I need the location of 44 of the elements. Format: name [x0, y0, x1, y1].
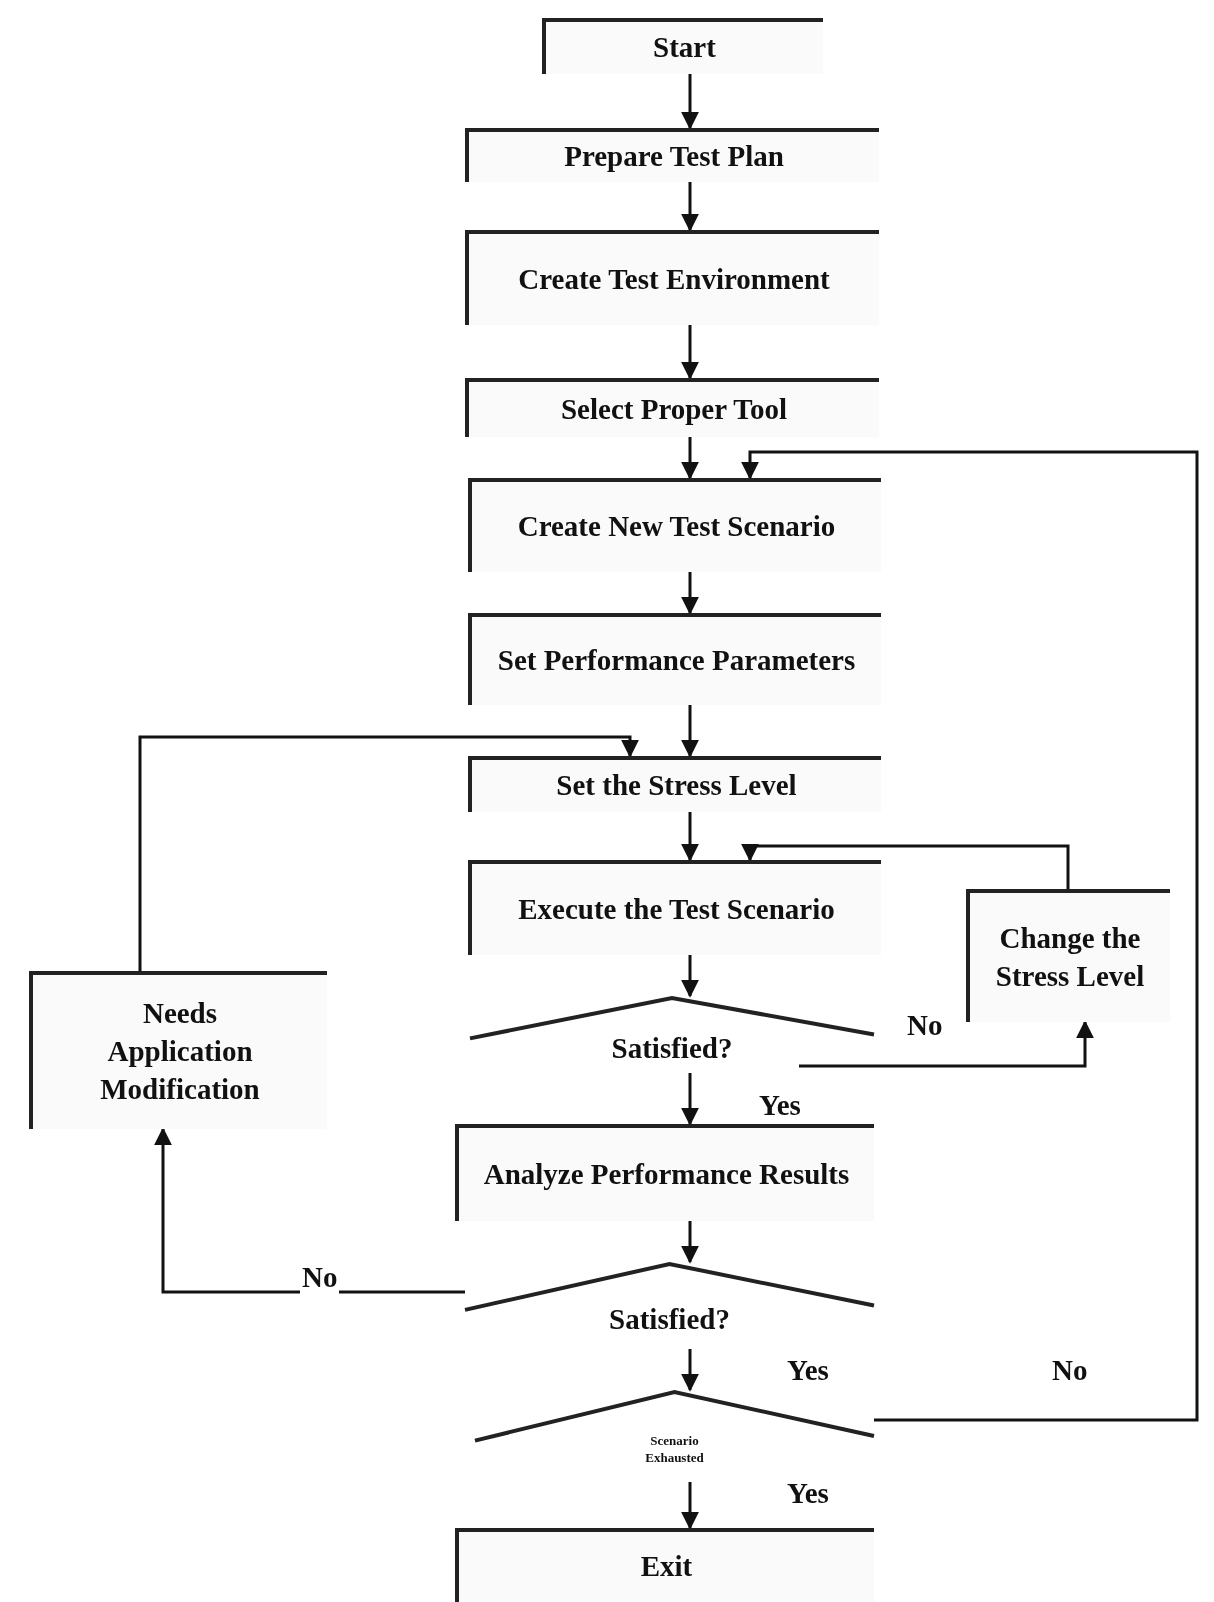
- arrow: [681, 437, 699, 480]
- arrow: [741, 450, 1199, 1422]
- process-box: [465, 378, 879, 437]
- arrow: [154, 1127, 465, 1294]
- node-label: Needs Application Modification: [99, 996, 261, 1107]
- node-label: Scenario Exhausted: [644, 1433, 705, 1467]
- node-label: Change the Stress Level: [994, 920, 1146, 994]
- arrow: [681, 955, 699, 998]
- node-label: Satisfied?: [611, 1030, 733, 1066]
- process-box: [468, 860, 881, 955]
- process-box: [542, 18, 823, 74]
- arrow: [681, 812, 699, 862]
- process-box: [465, 128, 879, 182]
- arrow: [681, 1073, 699, 1126]
- arrow: [681, 325, 699, 380]
- process-box: [465, 230, 879, 325]
- node-label: Set Performance Parameters: [497, 643, 856, 679]
- process-box: [455, 1528, 874, 1602]
- node-label: Set the Stress Level: [556, 768, 797, 804]
- process-box: [468, 478, 881, 572]
- node-label: Start: [653, 30, 716, 66]
- arrow: [681, 705, 699, 758]
- arrow: [681, 1482, 699, 1530]
- arrow: [681, 1349, 699, 1392]
- process-box: [468, 756, 881, 812]
- node-label: Create New Test Scenario: [517, 509, 836, 545]
- arrow: [681, 182, 699, 232]
- node-label: Analyze Performance Results: [483, 1156, 850, 1192]
- node-label: Prepare Test Plan: [564, 139, 784, 175]
- node-label: Execute the Test Scenario: [518, 891, 835, 927]
- process-box: [966, 889, 1170, 1022]
- node-label: Select Proper Tool: [560, 391, 788, 427]
- arrow: [799, 1020, 1094, 1068]
- arrow: [741, 843, 1070, 889]
- arrow: [681, 572, 699, 615]
- process-box: [29, 971, 327, 1129]
- node-label: Exit: [640, 1549, 693, 1585]
- process-box: [468, 613, 881, 705]
- node-label: Satisfied?: [609, 1301, 730, 1337]
- process-box: [455, 1124, 874, 1221]
- arrow: [138, 735, 639, 971]
- node-label: Create Test Environment: [518, 261, 830, 297]
- arrow: [681, 1221, 699, 1264]
- arrow: [681, 74, 699, 130]
